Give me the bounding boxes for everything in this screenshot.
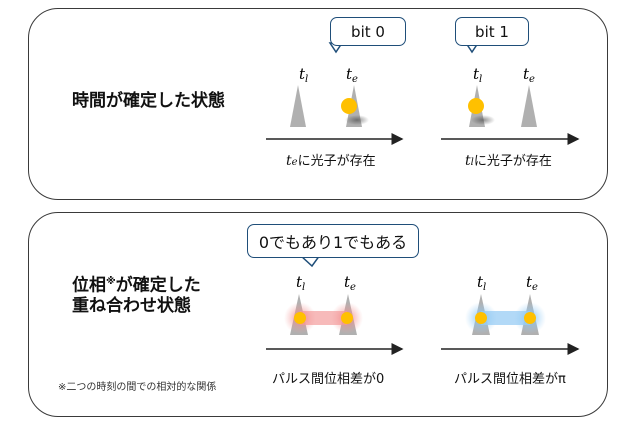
photon-at-tl [468,98,484,114]
label-tl: tl [477,273,486,293]
label-tl: tl [473,65,482,85]
label-te: te [344,273,356,293]
callout-superposition: 0でもあり1でもある [247,224,419,258]
label-te: te [346,65,358,85]
photon-shadow [471,115,495,125]
bit0-group [266,42,404,145]
footnote: ※二つの時刻の間での相対的な関係 [58,382,217,393]
caption-photon-at-te: teに光子が存在 [286,153,376,169]
photon-at-tl [475,312,487,324]
label-tl: tl [299,65,308,85]
label-te: te [526,273,538,293]
photon-at-te [524,312,536,324]
photon-at-tl [294,312,306,324]
caption-phase-pi: パルス間位相差がπ [454,372,566,387]
state-title-phase: 位相※が確定した [72,275,201,296]
bit1-group [441,42,580,145]
phase-pi-group [441,294,580,355]
peak-tl-left [290,85,306,127]
caption-phase-0: パルス間位相差が0 [272,372,385,387]
photon-shadow [345,115,369,125]
time-labels: tl te tl te tl te tl te [296,65,538,293]
label-te: te [523,65,535,85]
peak-te-right [521,85,537,127]
caption-photon-at-tl: tlに光子が存在 [465,153,552,169]
photon-at-te [341,98,357,114]
callout-bit0: bit 0 [330,17,406,46]
state-title-time: 時間が確定した状態 [72,91,225,111]
callout-bit1: bit 1 [455,17,529,46]
phase0-group [266,254,404,355]
photon-at-te [341,312,353,324]
state-title-phase-line2: 重ね合わせ状態 [72,296,191,316]
label-tl: tl [296,273,305,293]
